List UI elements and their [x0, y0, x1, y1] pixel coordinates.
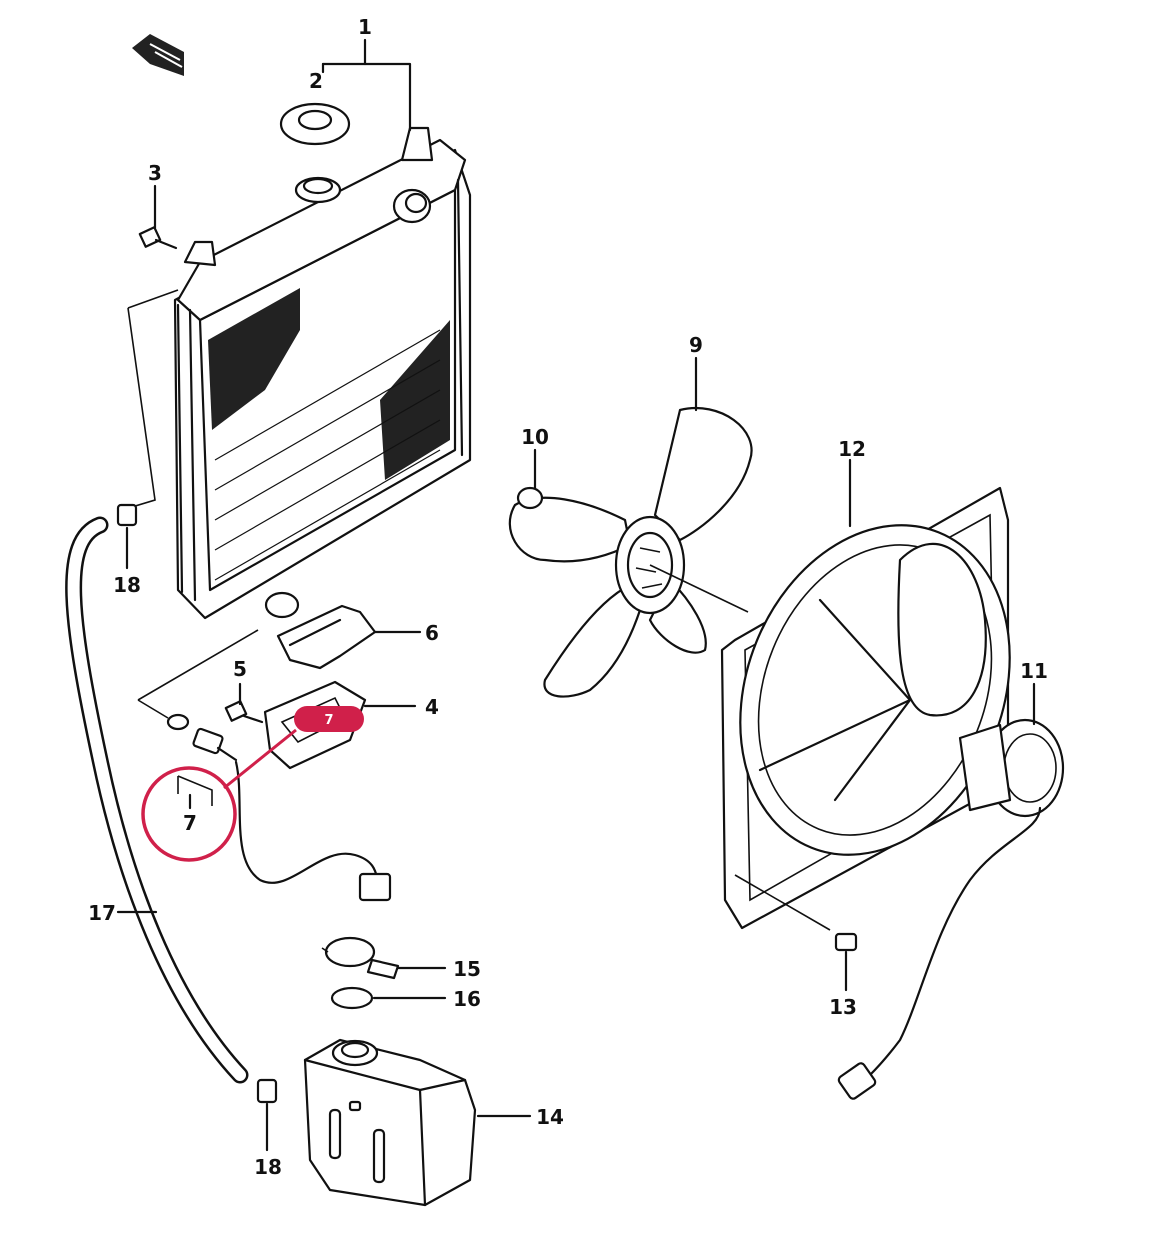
cooling-fan — [508, 407, 753, 698]
callout-17: 17 — [88, 901, 116, 925]
callout-13: 13 — [829, 995, 857, 1019]
callout-1: 1 — [358, 15, 372, 39]
reservoir-tank — [303, 1038, 477, 1207]
callout-6: 6 — [425, 621, 439, 645]
callout-18-bottom: 18 — [254, 1155, 282, 1179]
callout-14: 14 — [536, 1105, 564, 1129]
callout-3: 3 — [148, 161, 162, 185]
callout-labels: 1 2 3 4 5 6 7 9 10 11 12 13 14 15 16 17 … — [88, 15, 1048, 1179]
part-badge-label: 7 — [324, 713, 333, 728]
callout-12: 12 — [838, 437, 866, 461]
nut-10 — [516, 448, 544, 510]
callout-18-top: 18 — [113, 573, 141, 597]
thermo-switch — [166, 713, 392, 902]
callout-11: 11 — [1020, 659, 1048, 683]
bolt-3 — [138, 226, 178, 250]
callout-7: 7 — [183, 811, 197, 835]
radiator — [173, 126, 472, 620]
lower-bracket — [276, 604, 377, 670]
part-badge[interactable]: 7 — [294, 706, 364, 732]
radiator-cap — [279, 102, 351, 146]
callout-10: 10 — [521, 425, 549, 449]
callout-15: 15 — [453, 957, 481, 981]
bolt-13 — [834, 932, 858, 992]
reservoir-gasket — [330, 986, 374, 1010]
front-arrow-icon — [132, 34, 184, 76]
clip-18-top — [116, 503, 138, 570]
bolt-5 — [224, 682, 264, 724]
callout-2: 2 — [309, 69, 323, 93]
callout-16: 16 — [453, 987, 481, 1011]
reservoir-cap — [321, 936, 400, 980]
callout-5: 5 — [233, 657, 247, 681]
fan-motor — [837, 718, 1065, 1100]
callout-9: 9 — [689, 333, 703, 357]
clip-18-bottom — [256, 1078, 278, 1152]
highlight-marker — [141, 728, 297, 862]
fan-shroud — [720, 486, 1011, 930]
callout-4: 4 — [425, 695, 439, 719]
